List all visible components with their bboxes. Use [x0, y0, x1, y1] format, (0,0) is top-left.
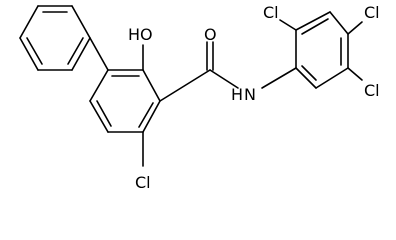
bond [19, 5, 39, 39]
chlorine-2-label: Cl [263, 3, 279, 22]
double-bond-inner [96, 100, 112, 127]
molecule-svg: HO O N H Cl Cl Cl Cl [19, 3, 380, 192]
chloro-bond [279, 19, 297, 31]
double-bond-inner [138, 102, 154, 128]
n-aryl-bond [261, 67, 297, 89]
chlorine-central-label: Cl [135, 173, 151, 192]
trichlorophenyl-ring [295, 11, 349, 89]
chlorine-5-label: Cl [364, 81, 380, 100]
bond [89, 69, 109, 102]
carbonyl-oxygen-label: O [204, 25, 217, 44]
bond [142, 100, 161, 133]
bond [71, 37, 91, 71]
carbonyl-carbon-bond [159, 69, 211, 102]
bond [329, 11, 349, 35]
phenyl-ring [19, 5, 91, 71]
amide-hydrogen-label: H [231, 85, 243, 104]
amide-bond [209, 69, 239, 89]
bond [295, 67, 317, 89]
bond [19, 37, 39, 71]
double-bond-inner [26, 37, 43, 65]
double-bond-inner [67, 37, 84, 65]
double-bond-inner [301, 65, 317, 81]
bond [71, 5, 91, 39]
central-ring [89, 69, 161, 133]
chloro-bond [347, 67, 363, 81]
bond [89, 100, 109, 133]
bond [315, 67, 349, 89]
amide-nitrogen-label: N [244, 85, 256, 104]
chloro-bond [347, 21, 363, 35]
double-bond-inner [301, 18, 329, 35]
biphenyl-bond [89, 37, 109, 71]
hydroxyl-label: HO [128, 25, 153, 44]
bond [142, 69, 161, 102]
bond [295, 11, 331, 31]
chlorine-4-label: Cl [364, 3, 380, 22]
structure-diagram: HO O N H Cl Cl Cl Cl [19, 3, 380, 192]
